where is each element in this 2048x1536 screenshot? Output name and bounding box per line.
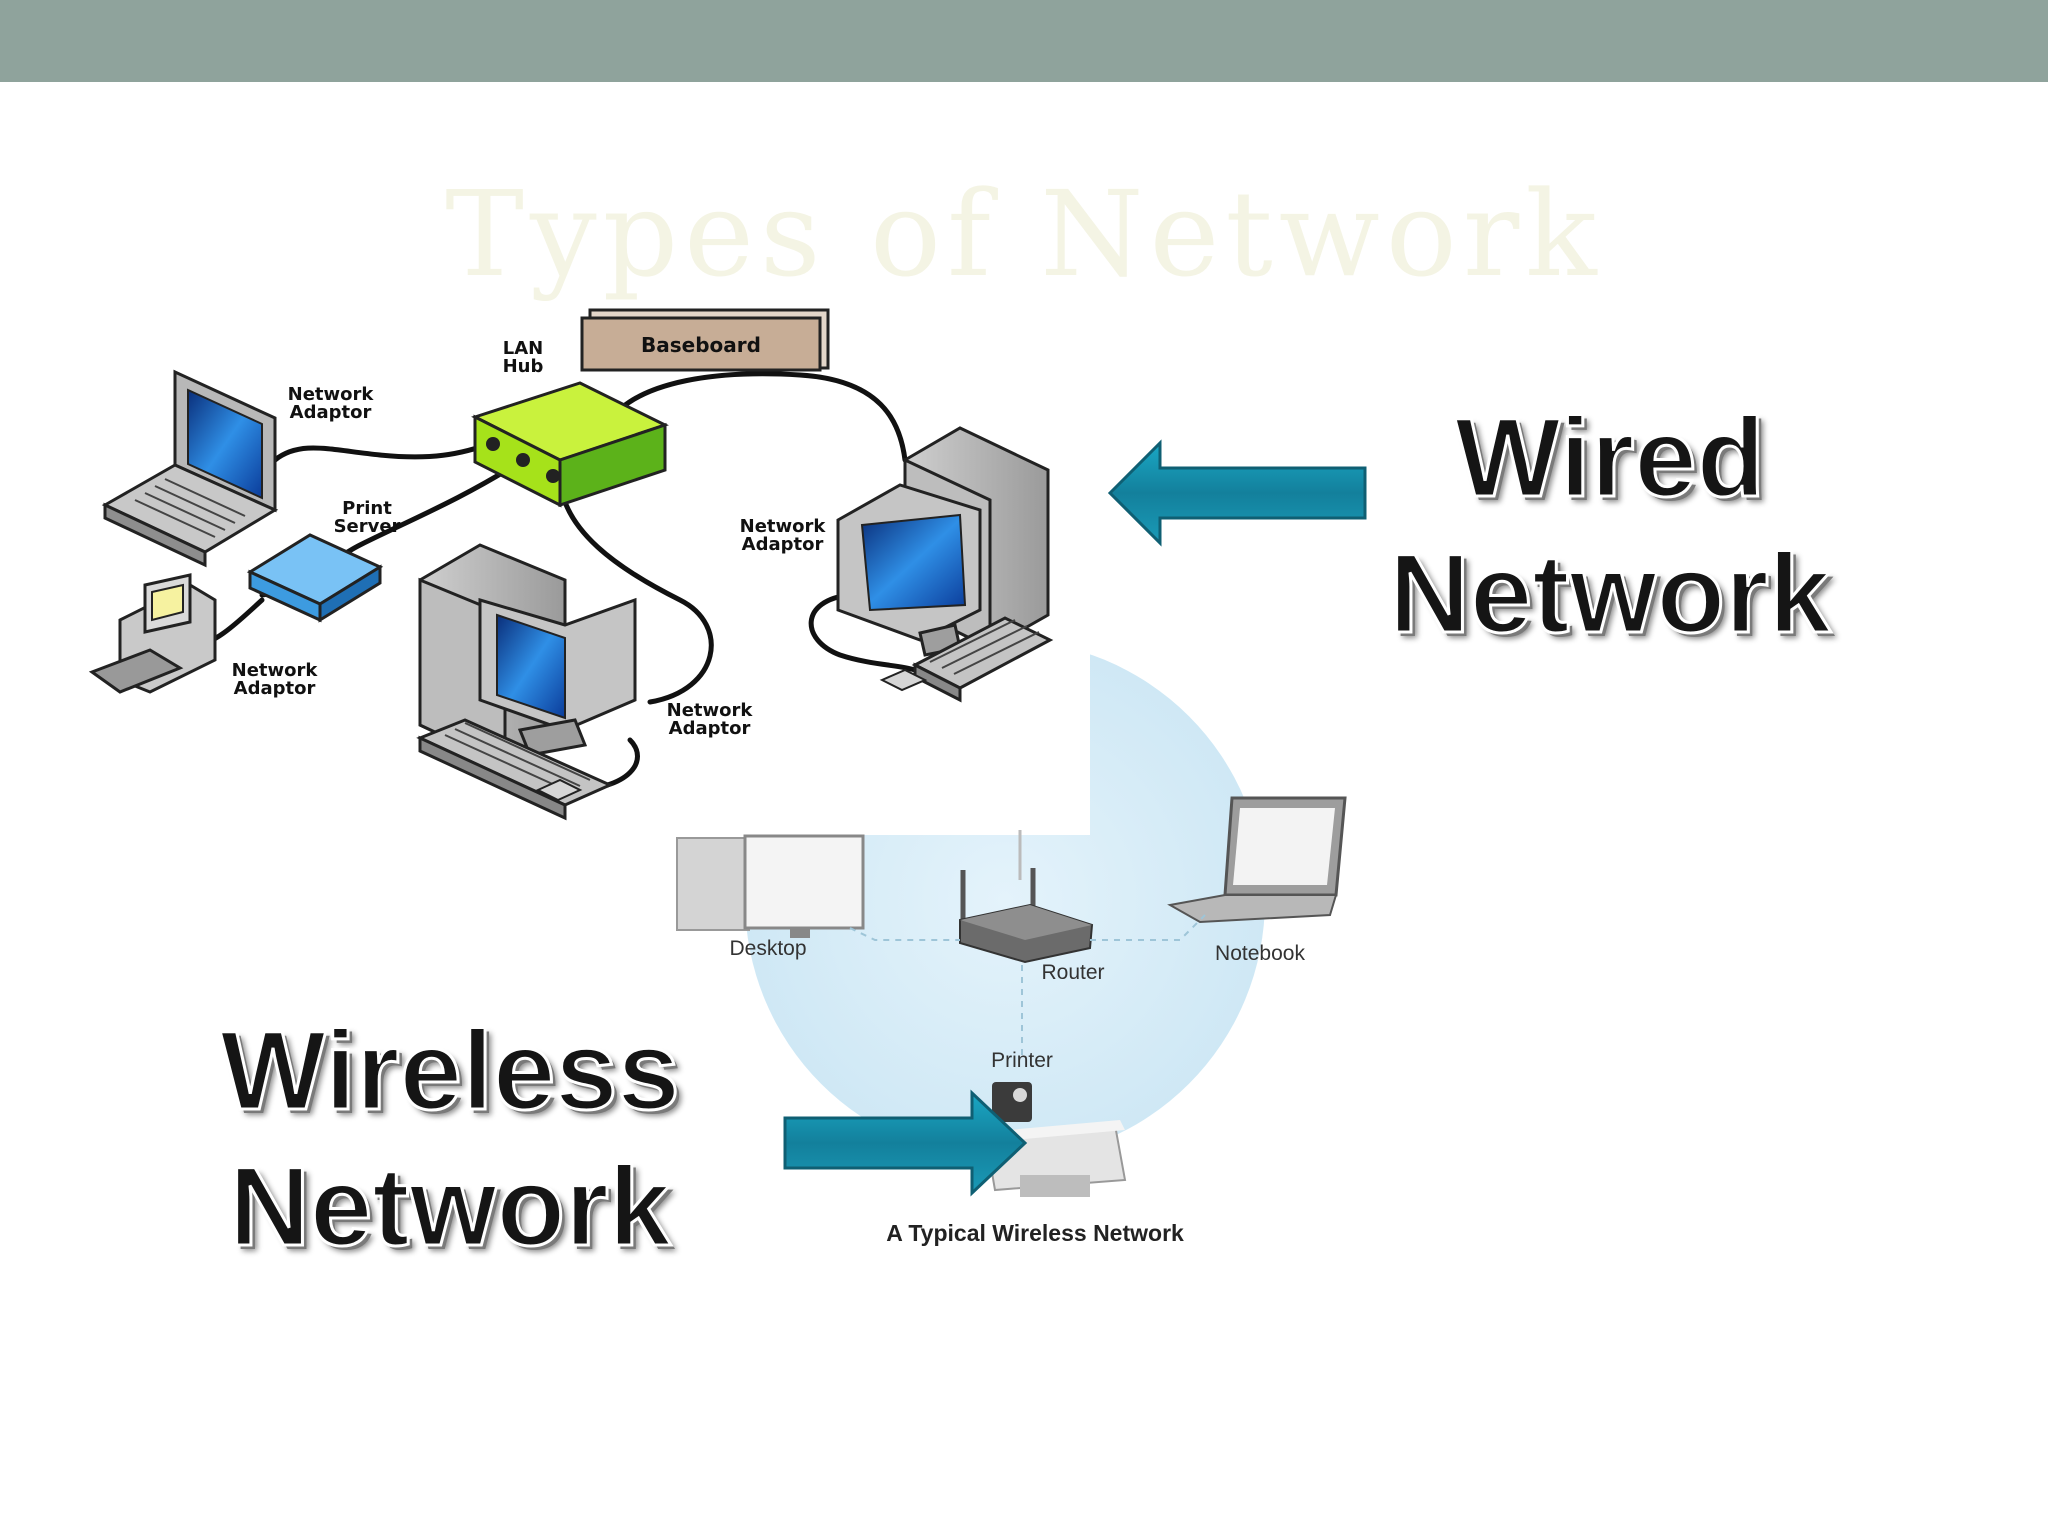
lan-hub — [471, 381, 669, 508]
wireless-caption: A Typical Wireless Network — [886, 1220, 1184, 1246]
print-server — [246, 533, 384, 623]
wireless-links — [849, 914, 1206, 1055]
wireless-desktop — [676, 834, 865, 938]
baseboard — [580, 308, 830, 372]
slide-title: Types of Network — [445, 165, 1603, 303]
right-desktop — [836, 426, 1054, 703]
laptop — [101, 369, 279, 568]
label-notebook: Notebook — [1215, 942, 1305, 965]
center-desktop — [416, 543, 637, 821]
label-desktop: Desktop — [729, 937, 807, 960]
label-printer: Printer — [991, 1049, 1053, 1072]
wired-printer — [88, 573, 217, 694]
wireless-arrow — [783, 1089, 1028, 1197]
wired-arrow — [1107, 439, 1367, 547]
label-baseboard: Baseboard — [641, 333, 761, 357]
notebook — [1167, 796, 1347, 924]
label-router: Router — [1041, 961, 1105, 984]
router — [959, 830, 1094, 964]
top-bar — [0, 0, 2048, 82]
